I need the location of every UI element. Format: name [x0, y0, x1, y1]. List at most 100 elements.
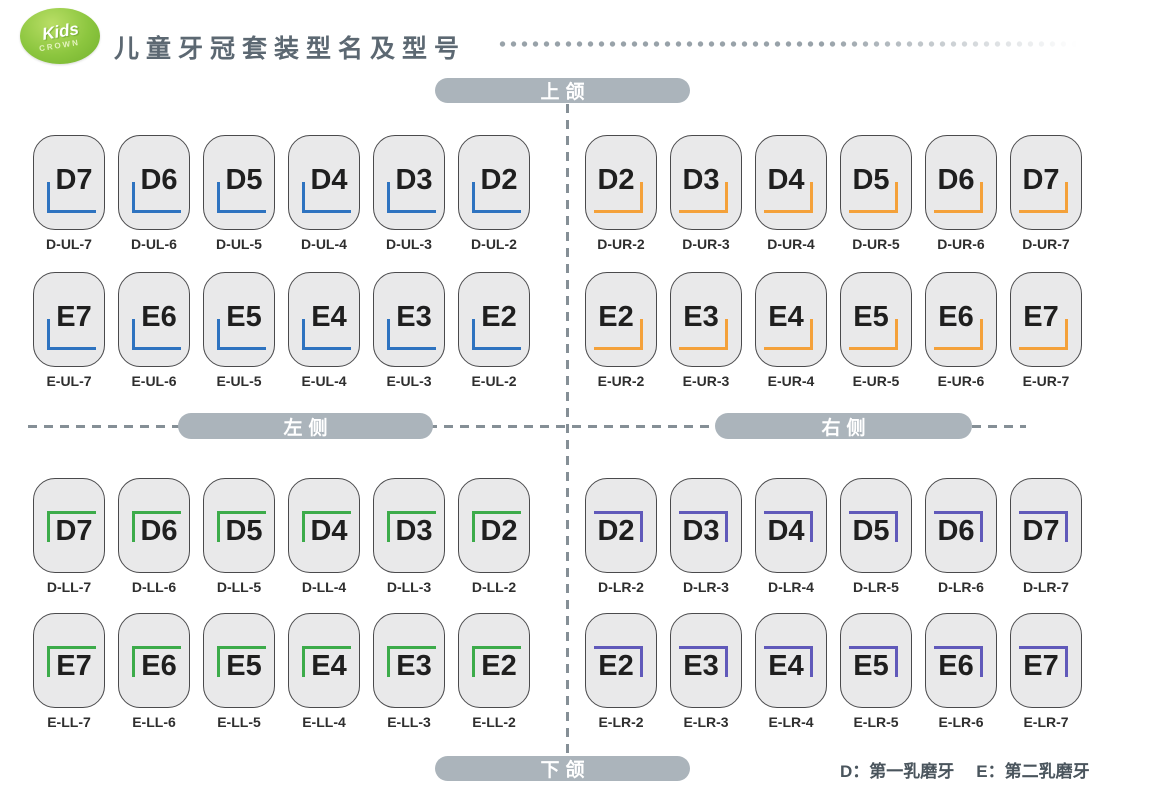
row-upper-left-d: D7 D-UL-7 D6 D-UL-6 D5 D-UL-5 D4 D-UL	[33, 135, 530, 252]
crown-cell: E2 E-UL-2	[458, 272, 530, 389]
corner-mark-icon	[679, 182, 728, 213]
crown-tile: E3	[670, 272, 742, 367]
model-label: E-UR-7	[1022, 373, 1070, 389]
tooth-code: E4	[311, 650, 347, 682]
corner-mark-icon	[1019, 511, 1068, 542]
model-label: E-UL-5	[216, 373, 262, 389]
corner-mark-icon	[387, 511, 436, 542]
crown-tile: E7	[1010, 613, 1082, 708]
band-lower-jaw: 下颌	[435, 756, 690, 781]
model-label: E-UR-5	[852, 373, 900, 389]
corner-mark-icon	[472, 646, 521, 677]
crown-tile: D5	[840, 478, 912, 573]
crown-tile: E5	[203, 272, 275, 367]
crown-cell: D6 D-LL-6	[118, 478, 190, 595]
crown-tile: D4	[755, 478, 827, 573]
corner-mark-icon	[1019, 182, 1068, 213]
model-label: E-LL-3	[387, 714, 431, 730]
tooth-code: E5	[853, 650, 889, 682]
tooth-code: E7	[1023, 650, 1059, 682]
crown-cell: E7 E-LL-7	[33, 613, 105, 730]
crown-tile: E2	[585, 613, 657, 708]
corner-mark-icon	[849, 511, 898, 542]
corner-mark-icon	[764, 646, 813, 677]
model-label: D-UR-4	[767, 236, 815, 252]
title-dotted-line	[497, 40, 1089, 48]
model-label: E-UL-4	[301, 373, 347, 389]
crown-cell: E4 E-UR-4	[755, 272, 827, 389]
crown-cell: E7 E-LR-7	[1010, 613, 1082, 730]
model-label: D-LR-5	[853, 579, 899, 595]
model-label: E-LL-7	[47, 714, 91, 730]
corner-mark-icon	[764, 182, 813, 213]
corner-mark-icon	[302, 511, 351, 542]
crown-tile: D3	[670, 478, 742, 573]
band-right-side: 右侧	[715, 413, 972, 439]
crown-cell: D7 D-LL-7	[33, 478, 105, 595]
crown-tile: D2	[585, 135, 657, 230]
crown-tile: D4	[288, 478, 360, 573]
tooth-code: E6	[141, 650, 177, 682]
model-label: D-UL-6	[131, 236, 177, 252]
model-label: E-UL-2	[471, 373, 517, 389]
corner-mark-icon	[764, 511, 813, 542]
crown-tile: D7	[1010, 478, 1082, 573]
tooth-code: D7	[55, 164, 93, 196]
crown-tile: D7	[33, 478, 105, 573]
corner-mark-icon	[1019, 319, 1068, 350]
model-label: D-UR-2	[597, 236, 645, 252]
model-label: E-LL-5	[217, 714, 261, 730]
crown-cell: D4 D-UL-4	[288, 135, 360, 252]
corner-mark-icon	[132, 319, 181, 350]
model-label: E-UL-6	[131, 373, 177, 389]
tooth-code: E3	[396, 650, 432, 682]
page-title: 儿童牙冠套装型名及型号	[114, 35, 467, 63]
tooth-code: E4	[768, 301, 804, 333]
model-label: D-UR-5	[852, 236, 900, 252]
model-label: E-LL-6	[132, 714, 176, 730]
crown-tile: E4	[755, 613, 827, 708]
corner-mark-icon	[679, 319, 728, 350]
tooth-code: D3	[395, 515, 433, 547]
corner-mark-icon	[132, 511, 181, 542]
model-label: D-LL-5	[216, 579, 262, 595]
crown-cell: E5 E-UR-5	[840, 272, 912, 389]
crown-tile: D6	[118, 135, 190, 230]
crown-cell: D7 D-UL-7	[33, 135, 105, 252]
model-label: E-UR-4	[767, 373, 815, 389]
crown-cell: E6 E-LR-6	[925, 613, 997, 730]
model-label: E-LL-2	[472, 714, 516, 730]
crown-tile: E5	[840, 272, 912, 367]
model-label: D-LR-2	[598, 579, 644, 595]
model-label: D-UL-3	[386, 236, 432, 252]
crown-tile: E5	[840, 613, 912, 708]
tooth-code: D6	[937, 164, 975, 196]
crown-cell: D6 D-UR-6	[925, 135, 997, 252]
crown-tile: D6	[925, 135, 997, 230]
crown-tile: E2	[458, 272, 530, 367]
legend-e-label: E：第二乳磨牙	[976, 762, 1090, 781]
model-label: E-LR-7	[1023, 714, 1069, 730]
tooth-code: E4	[311, 301, 347, 333]
crown-tile: E4	[288, 272, 360, 367]
model-label: D-UL-5	[216, 236, 262, 252]
corner-mark-icon	[472, 319, 521, 350]
crown-tile: E6	[925, 613, 997, 708]
crown-tile: E4	[288, 613, 360, 708]
corner-mark-icon	[217, 319, 266, 350]
tooth-code: D4	[767, 515, 805, 547]
model-label: D-LL-6	[131, 579, 177, 595]
tooth-code: D6	[140, 515, 178, 547]
row-lower-left-d: D7 D-LL-7 D6 D-LL-6 D5 D-LL-5 D4 D-LL	[33, 478, 530, 595]
horizontal-divider-dashed-line	[28, 425, 1026, 428]
crown-tile: E3	[670, 613, 742, 708]
crown-cell: D7 D-UR-7	[1010, 135, 1082, 252]
crown-cell: D5 D-LR-5	[840, 478, 912, 595]
crown-cell: D6 D-UL-6	[118, 135, 190, 252]
crown-cell: E6 E-UR-6	[925, 272, 997, 389]
row-upper-right-d: D2 D-UR-2 D3 D-UR-3 D4 D-UR-4 D5 D-UR	[585, 135, 1082, 252]
crown-cell: D6 D-LR-6	[925, 478, 997, 595]
corner-mark-icon	[132, 182, 181, 213]
crown-tile: E2	[585, 272, 657, 367]
